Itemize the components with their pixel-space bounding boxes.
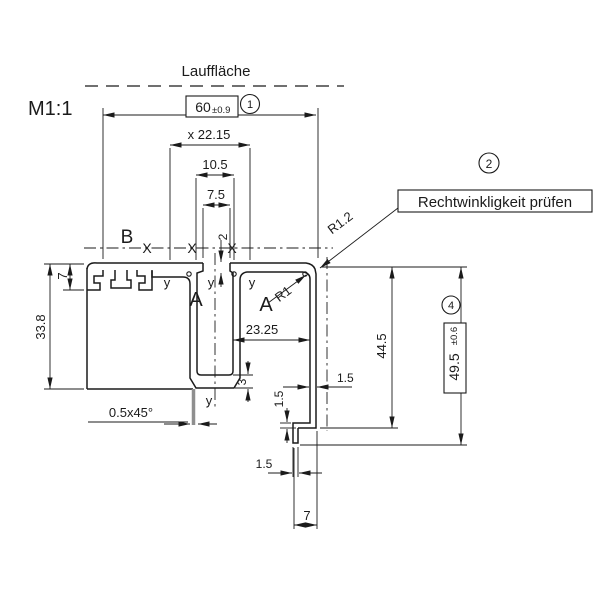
mark-x-1: X [142,240,152,256]
top-surface-left [86,262,203,270]
axis-y-1: y [164,275,171,290]
balloon-1-circle [239,93,261,115]
dim-tab-15-label: 1.5 [256,457,273,471]
chamfer-label: 0.5x45° [109,405,153,420]
axis-y-3: y [249,275,256,290]
leader-r1 [267,274,307,304]
dim-60-frame [185,95,239,118]
dim-7-foot-label: 7 [303,508,310,523]
leader-note-r12 [319,207,399,269]
right-chamber-ceiling [239,271,303,281]
zone-label-a2: A [259,294,273,316]
axis-y-2: y [208,275,215,290]
center-tab [110,270,132,289]
dim-3-label: 3 [235,378,249,385]
note-frame [397,189,593,213]
top-surface-right-and-wall [230,262,317,429]
dim-495-frame [443,322,467,394]
surface-label: Lauffläche [182,63,251,80]
dim-x2215-label: x 22.15 [188,127,231,142]
balloon-4-number: 4 [448,300,454,312]
dim-445-label: 44.5 [374,333,389,358]
dim-105-label: 10.5 [202,157,227,172]
balloon-2-number: 2 [486,157,493,171]
dim-60-tolerance: ±0.9 [212,105,230,116]
text-labels: Lauffläche M1:1 60 ±0.9 1 x 22.15 10.5 7… [28,63,572,523]
right-hook [136,270,153,291]
balloon-2-circle [478,152,500,174]
balloon-4-circle [441,295,461,315]
dim-495-tolerance: ±0.6 [449,327,460,345]
dim-plate-15-label: 1.5 [272,390,286,407]
left-hook [87,270,104,291]
dim-60-label: 60 [195,99,211,115]
centerlines [84,85,344,431]
t-slot-cavity [196,263,234,376]
radius-r12-label: R1.2 [325,209,356,238]
mark-x-3: X [227,240,237,256]
scale-label: M1:1 [28,98,72,120]
balloon-1-number: 1 [247,99,253,111]
profile-outline [86,262,317,444]
dim-2325-label: 23.25 [246,322,279,337]
mark-x-2: X [187,240,197,256]
note-text: Rechtwinkligkeit prüfen [418,194,572,211]
datum-point-circle-1 [186,271,192,277]
dim-338-label: 33.8 [33,314,48,339]
datum-point-circle-2 [231,271,237,277]
dim-wall-15-label: 1.5 [337,371,354,385]
dim-2-label: 2 [216,233,230,240]
axis-y-4: y [206,393,213,408]
dim-495-label: 49.5 [446,353,462,380]
dim-7-left-label: 7 [55,272,70,279]
section-label-b: B [121,227,134,248]
frames-and-balloons [185,93,593,394]
channel-outer-wall [182,276,241,389]
dim-75-label: 7.5 [207,187,225,202]
foot-and-inner-wall [292,271,311,444]
zone-label-a1: A [189,289,203,311]
